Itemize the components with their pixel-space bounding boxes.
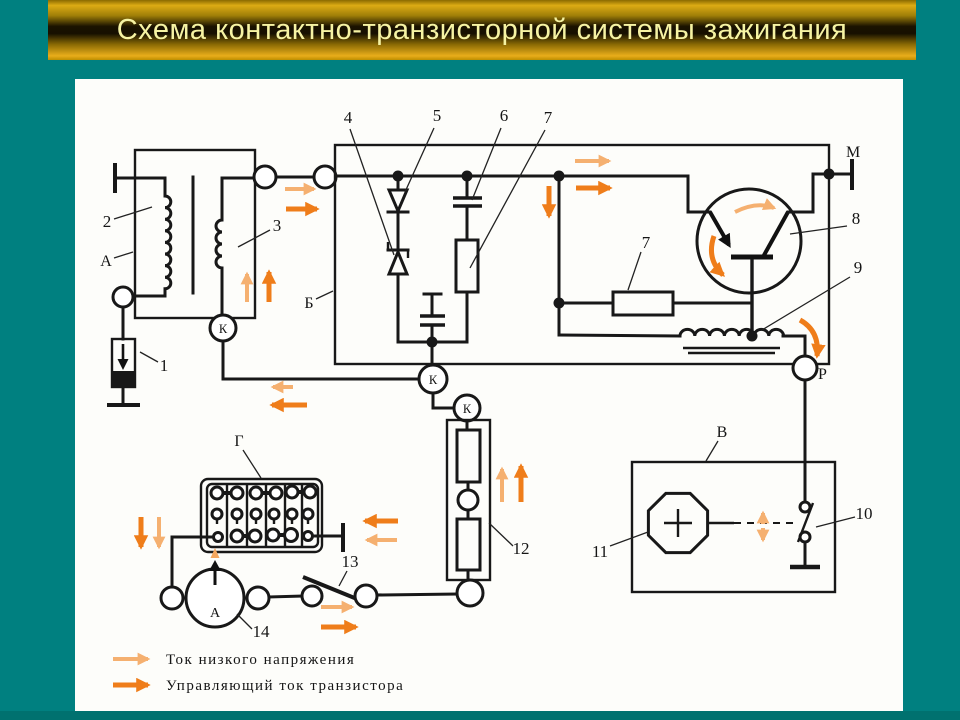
title-banner: Схема контактно-транзисторной системы за… bbox=[48, 0, 916, 60]
label-b: Б bbox=[304, 295, 313, 312]
ammeter-letter: А bbox=[210, 606, 221, 621]
transistor bbox=[695, 187, 803, 336]
label-5: 5 bbox=[433, 106, 442, 125]
coil-k-letter: К bbox=[219, 322, 228, 336]
current-flow-arrows bbox=[133, 154, 826, 635]
secondary-winding bbox=[214, 176, 255, 317]
transistor-current-arrow-dark bbox=[709, 235, 725, 277]
ammeter-needle bbox=[209, 560, 221, 571]
mass-terminal-m: М bbox=[827, 144, 860, 190]
additional-resistor-block bbox=[445, 418, 492, 608]
coil-low-terminal bbox=[111, 285, 135, 309]
label-g: Г bbox=[234, 433, 243, 450]
transistor-switch-unit bbox=[333, 143, 835, 368]
label-v: В bbox=[717, 424, 728, 441]
primary-winding bbox=[132, 176, 173, 298]
impulse-transformer bbox=[557, 327, 807, 358]
primary-circuit-wires: К К bbox=[221, 339, 482, 423]
storage-battery bbox=[170, 477, 345, 589]
label-3: 3 bbox=[273, 216, 282, 235]
distributor-cam bbox=[646, 491, 710, 555]
ignition-switch bbox=[267, 575, 459, 609]
callout-labels: 2 А 1 3 Б 4 5 6 7 7 8 9 10 11 12 13 14 Г bbox=[100, 106, 872, 641]
label-4: 4 bbox=[344, 108, 353, 127]
slide-title: Схема контактно-транзисторной системы за… bbox=[116, 13, 848, 46]
k1-letter: К bbox=[429, 373, 438, 387]
diode bbox=[386, 174, 410, 252]
ammeter: А bbox=[159, 548, 271, 629]
label-12: 12 bbox=[513, 539, 530, 558]
label-2: 2 bbox=[103, 212, 112, 231]
zener-diode bbox=[386, 242, 410, 344]
emitter-line bbox=[761, 211, 790, 258]
top-connectors bbox=[252, 164, 338, 190]
label-m: М bbox=[846, 144, 860, 161]
legend: Ток низкого напряжения Управляющий ток т… bbox=[113, 652, 404, 694]
label-1: 1 bbox=[160, 356, 169, 375]
switch-lever bbox=[302, 575, 358, 601]
label-a: А bbox=[100, 253, 112, 270]
label-13: 13 bbox=[342, 552, 359, 571]
label-10: 10 bbox=[856, 504, 873, 523]
distributor-unit bbox=[630, 378, 837, 594]
label-14: 14 bbox=[253, 622, 271, 641]
legend-low-voltage-text: Ток низкого напряжения bbox=[166, 652, 355, 668]
bottom-strip bbox=[0, 711, 960, 720]
label-6: 6 bbox=[500, 106, 509, 125]
label-8: 8 bbox=[852, 209, 861, 228]
k2-letter: К bbox=[463, 402, 472, 416]
fuse-unit bbox=[107, 305, 140, 407]
p-terminal: Р bbox=[791, 354, 827, 383]
label-9: 9 bbox=[854, 258, 863, 277]
ammeter-needle-tip bbox=[210, 548, 220, 558]
rc-branch bbox=[453, 174, 482, 344]
label-7: 7 bbox=[544, 108, 553, 127]
label-p: Р bbox=[818, 366, 827, 383]
label-7b: 7 bbox=[642, 233, 651, 252]
transistor-current-arrow-light bbox=[734, 198, 777, 214]
battery-cell-plugs bbox=[210, 507, 315, 524]
label-11: 11 bbox=[592, 542, 608, 561]
legend-control-text: Управляющий ток транзистора bbox=[166, 678, 404, 694]
fuse-arrow bbox=[117, 359, 129, 370]
arrow-to-distributor bbox=[798, 317, 826, 359]
ignition-coil: К bbox=[111, 148, 257, 343]
collector-line bbox=[708, 211, 731, 248]
